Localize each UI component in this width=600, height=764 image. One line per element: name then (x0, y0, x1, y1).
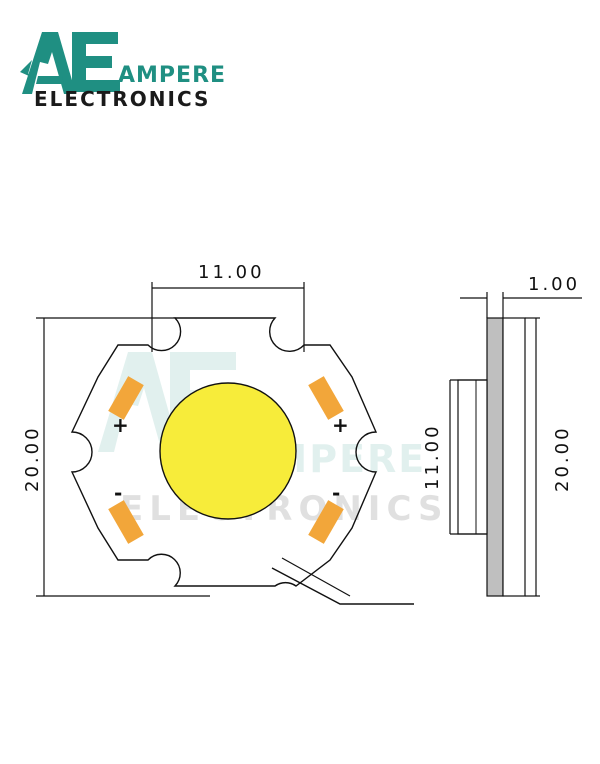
dimension-side-thickness-label: 1.00 (528, 274, 580, 295)
pad-bottom-left (108, 500, 144, 544)
side-led-body (457, 379, 488, 535)
lead-wire (271, 567, 414, 605)
dimension-left-height-label: 20.00 (22, 425, 43, 492)
dimension-left-height: 20.00 (22, 317, 210, 597)
side-board-gray (486, 317, 504, 597)
ae-logo-mark-icon (20, 32, 120, 94)
dimension-side-outer-height: 20.00 (535, 318, 573, 596)
polarity-plus-right: + (332, 413, 349, 437)
logo-line-2: ELECTRONICS (34, 87, 210, 111)
dimension-top-width: 11.00 (151, 262, 305, 352)
dimension-top-width-label: 11.00 (198, 262, 265, 283)
side-board-white (502, 317, 526, 597)
polarity-plus-left: + (112, 413, 129, 437)
pad-bottom-right (308, 500, 344, 544)
lead-wire-2 (281, 557, 351, 597)
dimension-side-inner-height-label: 11.00 (422, 423, 443, 490)
led-emitter (159, 382, 297, 520)
pad-top-right (308, 376, 344, 420)
logo-line-1: AMPERE (118, 63, 226, 88)
pad-top-left (108, 376, 144, 420)
dimension-side-inner-height: 11.00 (422, 380, 451, 534)
watermark-line-2: ELECTRONICS (120, 489, 449, 529)
dimension-side-thickness: 1.00 (460, 274, 582, 318)
side-view (450, 317, 540, 597)
polarity-minus-left: - (114, 481, 122, 505)
watermark-a-icon (98, 352, 180, 452)
company-logo: AMPERE ELECTRONICS (20, 32, 226, 111)
dimension-side-outer-height-label: 20.00 (552, 425, 573, 492)
polarity-minus-right: - (332, 481, 340, 505)
